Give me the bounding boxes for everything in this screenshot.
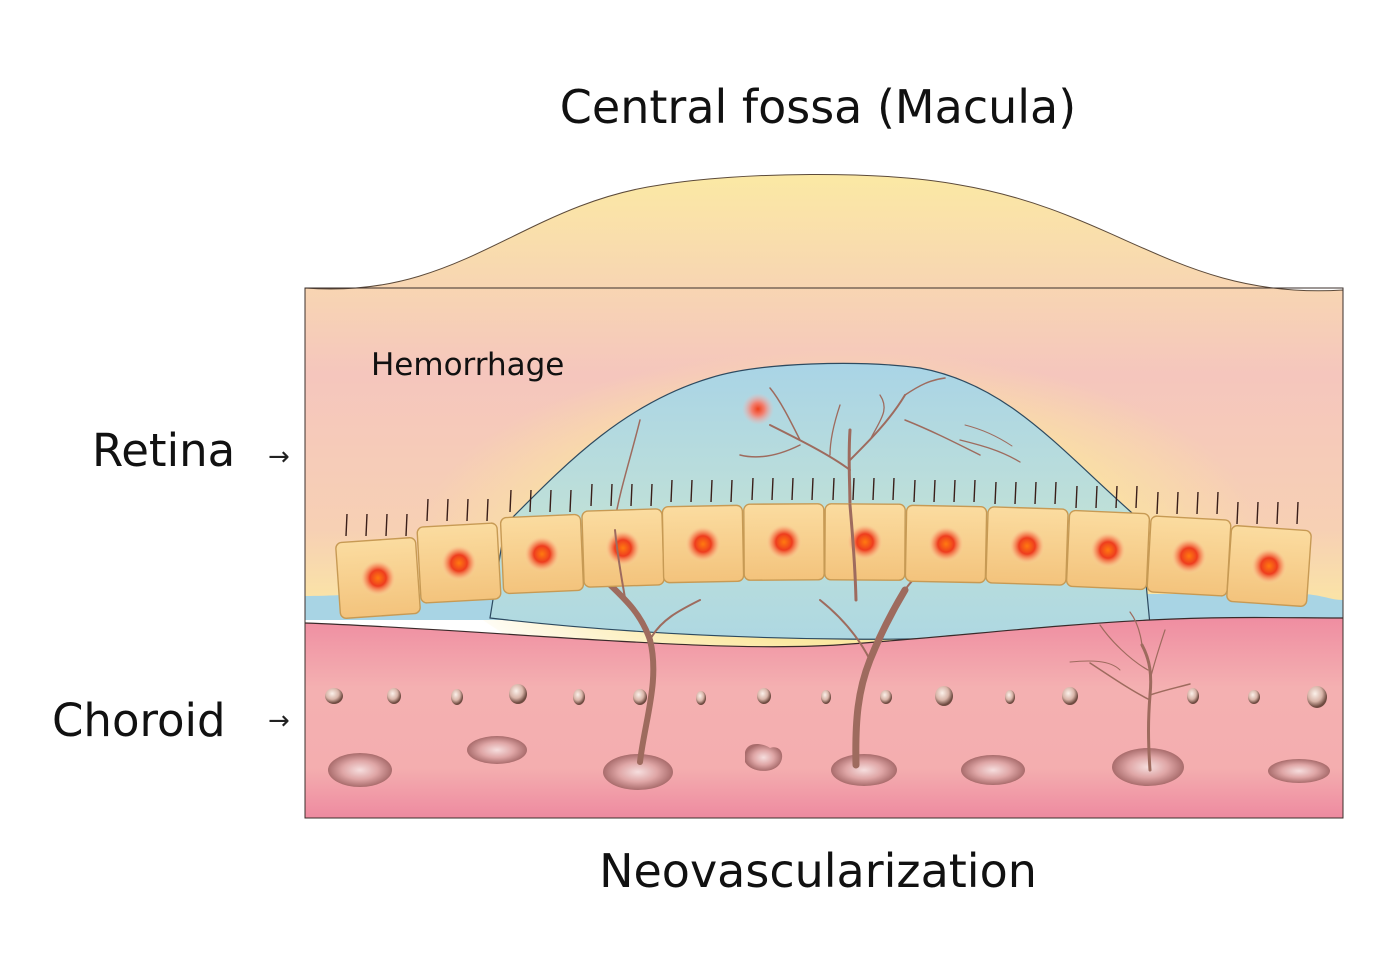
nucleus-icon	[766, 524, 802, 560]
nucleus-icon	[928, 526, 964, 562]
rpe-cell-icon	[985, 506, 1069, 586]
retina-label: Retina	[92, 424, 236, 477]
choroid-vessel-icon	[831, 754, 897, 786]
rpe-cell-icon	[416, 522, 502, 604]
choroid-vessels	[328, 736, 1330, 790]
choroid-vessel-icon	[328, 753, 392, 787]
bleed-spot-icon	[742, 393, 774, 425]
nucleus-icon	[1251, 548, 1287, 584]
diagram-title: Central fossa (Macula)	[559, 80, 1077, 134]
diagram-frame	[304, 287, 1344, 819]
nucleus-icon	[1090, 532, 1126, 568]
photoreceptor-hairs	[345, 477, 1299, 537]
nucleus-icon	[1171, 538, 1207, 574]
rpe-cell-icon	[335, 537, 421, 619]
nucleus-icon	[605, 530, 641, 566]
nucleus-icon	[685, 526, 721, 562]
nucleus-icon	[847, 524, 883, 560]
hemorrhage-label: Hemorrhage	[371, 347, 565, 383]
rpe-cell-icon	[743, 503, 825, 581]
rpe-cells	[335, 503, 1312, 619]
rpe-cell-icon	[581, 508, 665, 588]
choroid-vessel-icon	[1112, 748, 1184, 786]
retina-arrow-icon: →	[268, 442, 290, 472]
choroid-vessel-icon	[467, 736, 527, 764]
diagram-caption: Neovascularization	[599, 844, 1037, 898]
nucleus-icon	[524, 536, 560, 572]
rpe-cell-icon	[1065, 509, 1151, 591]
vessel-tree-icon	[597, 377, 1191, 772]
rpe-cell-icon	[1146, 515, 1232, 597]
rpe-cell-icon	[661, 504, 745, 584]
choroid-label: Choroid	[52, 694, 226, 747]
choroid-layer	[305, 617, 1343, 818]
nucleus-icon	[441, 545, 477, 581]
choroid-vessel-icon	[745, 744, 783, 771]
rpe-cell-icon	[824, 503, 906, 581]
rpe-cell-icon	[1226, 525, 1312, 607]
choroid-vessel-icon	[961, 755, 1025, 785]
rpe-cell-icon	[904, 504, 988, 584]
rpe-cell-icon	[499, 513, 585, 595]
nucleus-icon	[1009, 528, 1045, 564]
choroid-arrow-icon: →	[268, 706, 290, 736]
choroid-vessel-icon	[603, 754, 673, 790]
choroid-vessel-icon	[1268, 759, 1330, 783]
choroid-capillaries	[325, 684, 1327, 708]
nucleus-icon	[360, 560, 396, 596]
